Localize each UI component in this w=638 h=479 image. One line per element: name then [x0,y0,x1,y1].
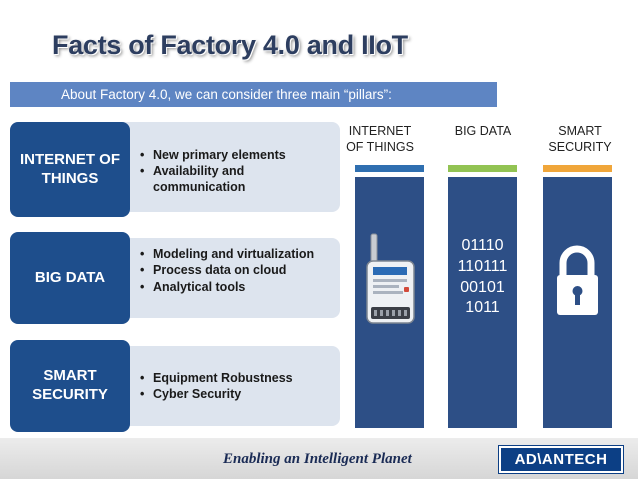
column-iot [355,177,424,428]
subtitle-bar: About Factory 4.0, we can consider three… [10,82,497,107]
binary-line: 00101 [460,278,505,296]
pillar-list-big-data: Modeling and virtualization Process data… [140,247,336,296]
brand-logo-text: AD\ANTECH [514,451,608,468]
iot-device-icon [366,233,415,324]
list-item: Cyber Security [140,387,336,403]
page-title: Facts of Factory 4.0 and IIoT [52,30,408,60]
pillar-tab-big-data: BIG DATA [10,232,130,324]
list-item: Analytical tools [140,280,336,296]
list-item: Equipment Robustness [140,371,336,387]
column-label-big-data: BIG DATA [454,124,512,138]
pillar-list-smart-security: Equipment Robustness Cyber Security [140,371,336,404]
padlock-icon [557,245,598,315]
pillar-tab-iot: INTERNET OF THINGS [10,122,130,217]
brand-logo: AD\ANTECH [498,445,624,474]
pillar-list-iot: New primary elements Availability and co… [140,148,336,196]
binary-line: 110111 [457,257,508,275]
binary-line: 1011 [465,299,500,317]
pillar-tab-smart-security: SMART SECURITY [10,340,130,432]
column-big-data [448,177,517,428]
column-strip-big-data [448,165,517,172]
column-label-iot: INTERNET OF THINGS [346,124,414,154]
binary-text: 01110 110111 00101 1011 [448,236,517,319]
column-smart-security [543,177,612,428]
column-strip-iot [355,165,424,172]
list-item: New primary elements [140,148,336,164]
list-item: Availability and communication [140,164,336,195]
footer-tagline: Enabling an Intelligent Planet [223,451,412,467]
binary-line: 01110 [461,237,504,254]
list-item: Modeling and virtualization [140,247,336,263]
column-label-smart-security: SMART SECURITY [548,124,612,154]
list-item: Process data on cloud [140,263,336,279]
column-strip-smart-security [543,165,612,172]
